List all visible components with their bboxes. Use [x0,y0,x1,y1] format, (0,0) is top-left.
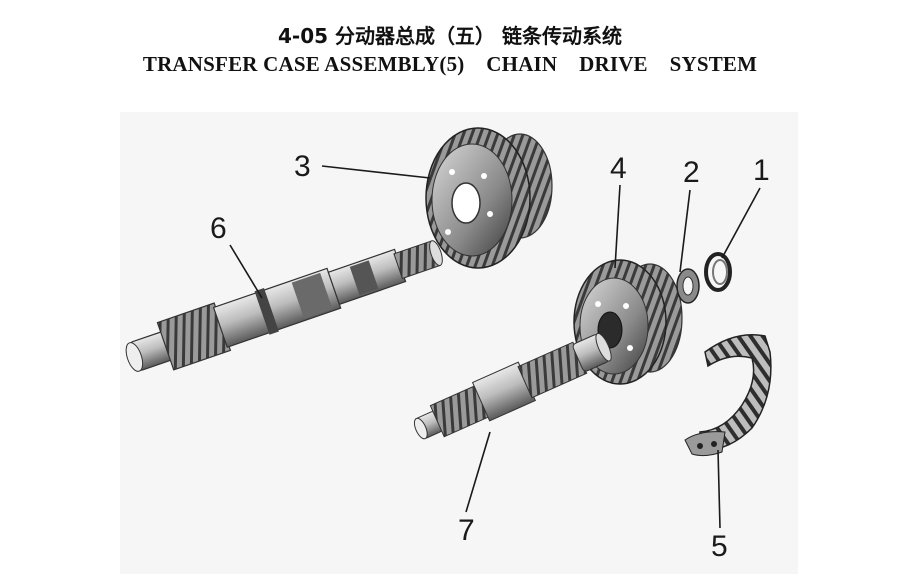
leader-line-2 [679,189,691,273]
leader-lines [229,165,761,529]
thrust-washer-part-2 [676,268,700,304]
callout-7: 7 [458,514,475,547]
drive-sprocket-part-3 [425,127,553,269]
main-shaft-part-6 [125,240,443,372]
leader-line-3 [321,165,431,179]
callout-4: 4 [610,152,627,185]
leader-line-5 [717,449,721,529]
page-title-chinese: 4-05 分动器总成（五） 链条传动系统 [278,24,622,48]
leader-line-7 [465,431,491,513]
callout-2: 2 [683,156,700,189]
output-shaft-part-7 [413,332,612,440]
leader-line-4 [614,184,621,269]
callout-5: 5 [711,530,728,563]
page-title-english: TRANSFER CASE ASSEMBLY(5) CHAIN DRIVE SY… [142,52,758,76]
callout-1: 1 [753,154,770,187]
snap-ring-part-1 [704,252,732,292]
callout-3: 3 [294,150,311,183]
callout-6: 6 [210,212,227,245]
leader-line-6 [229,244,263,299]
leader-line-1 [721,187,761,259]
drive-chain-part-5 [684,333,772,457]
